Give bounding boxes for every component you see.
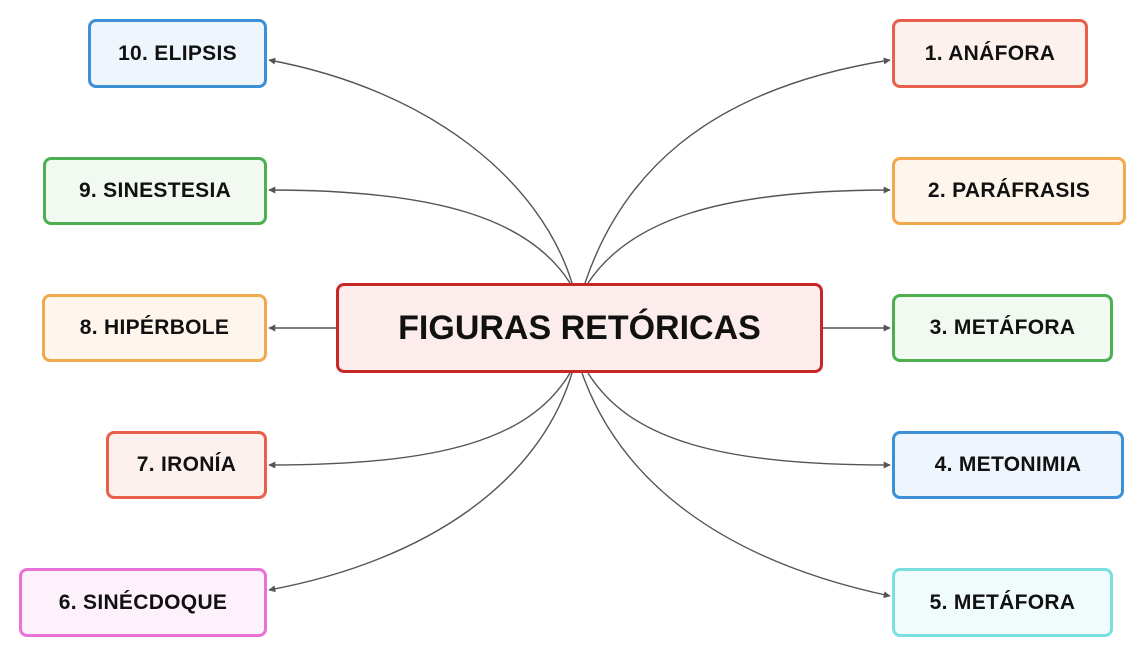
connector-5 [581, 372, 891, 599]
node-elipsis[interactable]: 10. ELIPSIS [88, 19, 267, 88]
connector-6 [268, 372, 573, 593]
node-parafrasis[interactable]: 2. PARÁFRASIS [892, 157, 1126, 225]
connector-10 [268, 57, 573, 284]
node-metafora-5[interactable]: 5. METÁFORA [892, 568, 1113, 637]
node-sinestesia[interactable]: 9. SINESTESIA [43, 157, 267, 225]
node-hiperbole[interactable]: 8. HIPÉRBOLE [42, 294, 267, 362]
node-metafora-3[interactable]: 3. METÁFORA [892, 294, 1113, 362]
connector-7 [268, 372, 571, 469]
connector-1 [584, 57, 891, 284]
connector-9 [268, 186, 571, 284]
node-ironia[interactable]: 7. IRONÍA [106, 431, 267, 499]
central-topic[interactable]: FIGURAS RETÓRICAS [336, 283, 823, 373]
connector-2 [587, 186, 891, 284]
connector-4 [587, 372, 891, 469]
node-metonimia[interactable]: 4. METONIMIA [892, 431, 1124, 499]
node-anafora[interactable]: 1. ANÁFORA [892, 19, 1088, 88]
node-sinecdoque[interactable]: 6. SINÉCDOQUE [19, 568, 267, 637]
